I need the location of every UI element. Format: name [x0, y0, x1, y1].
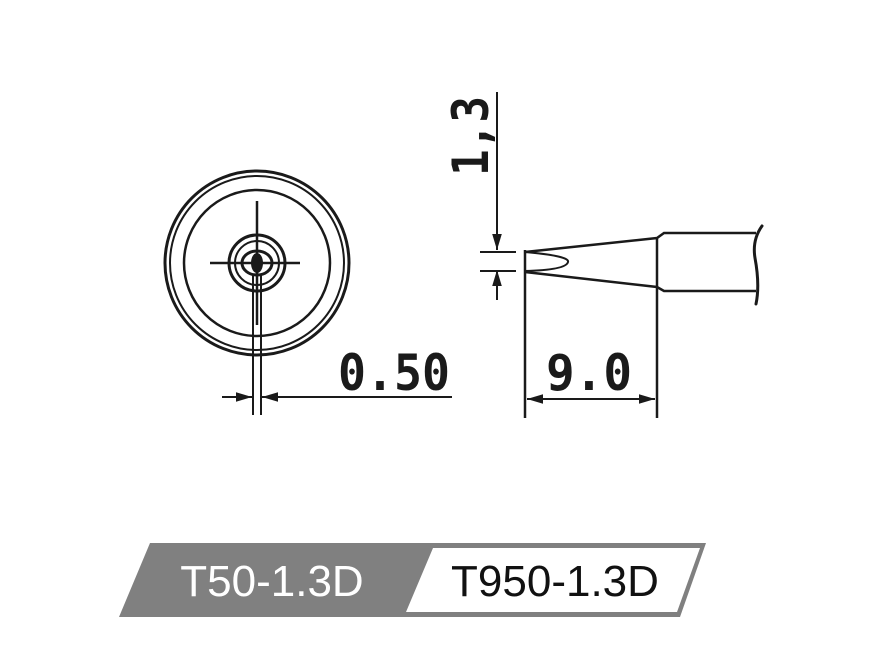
dim-label-tip-width: 1,3 [442, 96, 500, 176]
primary-model-label: T50-1.3D [180, 557, 363, 606]
tip-upper-profile [524, 231, 756, 254]
tip-bevel-curve [524, 251, 569, 272]
dim-label-length: 9.0 [546, 344, 632, 402]
secondary-model-label: T950-1.3D [451, 557, 659, 606]
secondary-label-bg [406, 548, 700, 612]
inner-ring [182, 188, 332, 338]
dim-label-diameter: 0.50 [338, 344, 450, 402]
front-view [163, 169, 452, 415]
tip-lower-profile [524, 270, 756, 293]
break-line [752, 224, 764, 306]
outer-ring-inner [169, 175, 345, 351]
model-label-banner: T50-1.3D T950-1.3D [119, 543, 706, 617]
outer-ring [163, 169, 351, 357]
side-view [480, 92, 764, 418]
